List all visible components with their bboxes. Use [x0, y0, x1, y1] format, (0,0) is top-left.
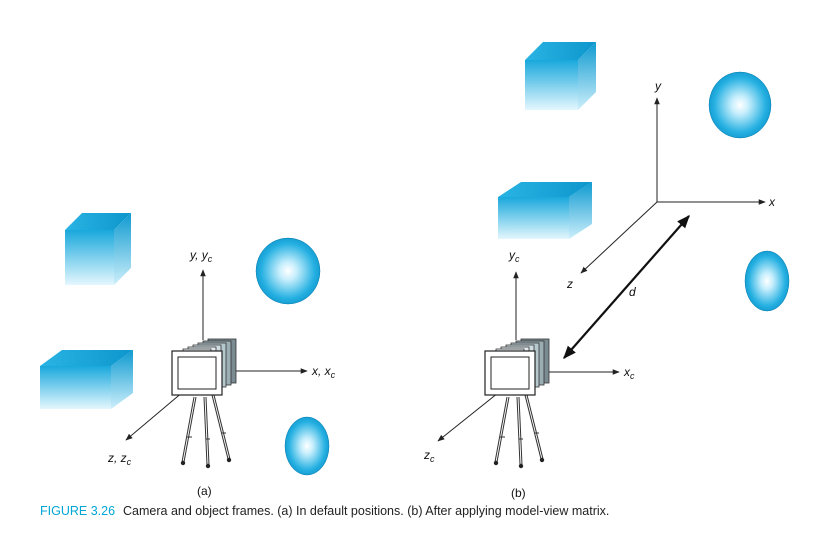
sphere-a-lower: [284, 416, 330, 476]
camera-x-label-b: xc: [623, 365, 635, 381]
box-a-bottom: [40, 350, 133, 409]
box-b-middle: [498, 182, 592, 239]
camera-z-label-b: zc: [423, 448, 435, 464]
world-x-label: x: [768, 195, 776, 209]
caption-text: Camera and object frames. (a) In default…: [123, 504, 610, 518]
world-y-label: y: [654, 79, 662, 93]
cube-b-top: [525, 42, 596, 110]
panel-label-b: (b): [511, 486, 526, 500]
camera-a: [171, 338, 237, 469]
y-axis-label-a: y, yc: [189, 248, 213, 264]
z-axis-label-a: z, zc: [107, 451, 132, 467]
sphere-b-lower: [744, 250, 790, 312]
camera-z-axis-b: [437, 388, 504, 442]
cube-a-top: [65, 213, 131, 285]
figure-number: FIGURE 3.26: [40, 504, 116, 518]
panel-a: y, yc x, xc z, zc (a): [40, 213, 336, 498]
distance-label: d: [629, 285, 636, 299]
world-z-label: z: [566, 277, 573, 291]
x-axis-label-a: x, xc: [311, 364, 336, 380]
panel-label-a: (a): [197, 484, 212, 498]
world-z-axis: [580, 201, 658, 274]
sphere-b-upper: [708, 71, 772, 139]
camera-y-label-b: yc: [508, 248, 520, 264]
figure-caption: FIGURE 3.26 Camera and object frames. (a)…: [40, 504, 830, 518]
panel-b: y x z d yc xc zc (b): [423, 42, 790, 500]
distance-arrow: [563, 215, 690, 359]
sphere-a-upper: [255, 237, 321, 305]
camera-b: [484, 338, 550, 469]
